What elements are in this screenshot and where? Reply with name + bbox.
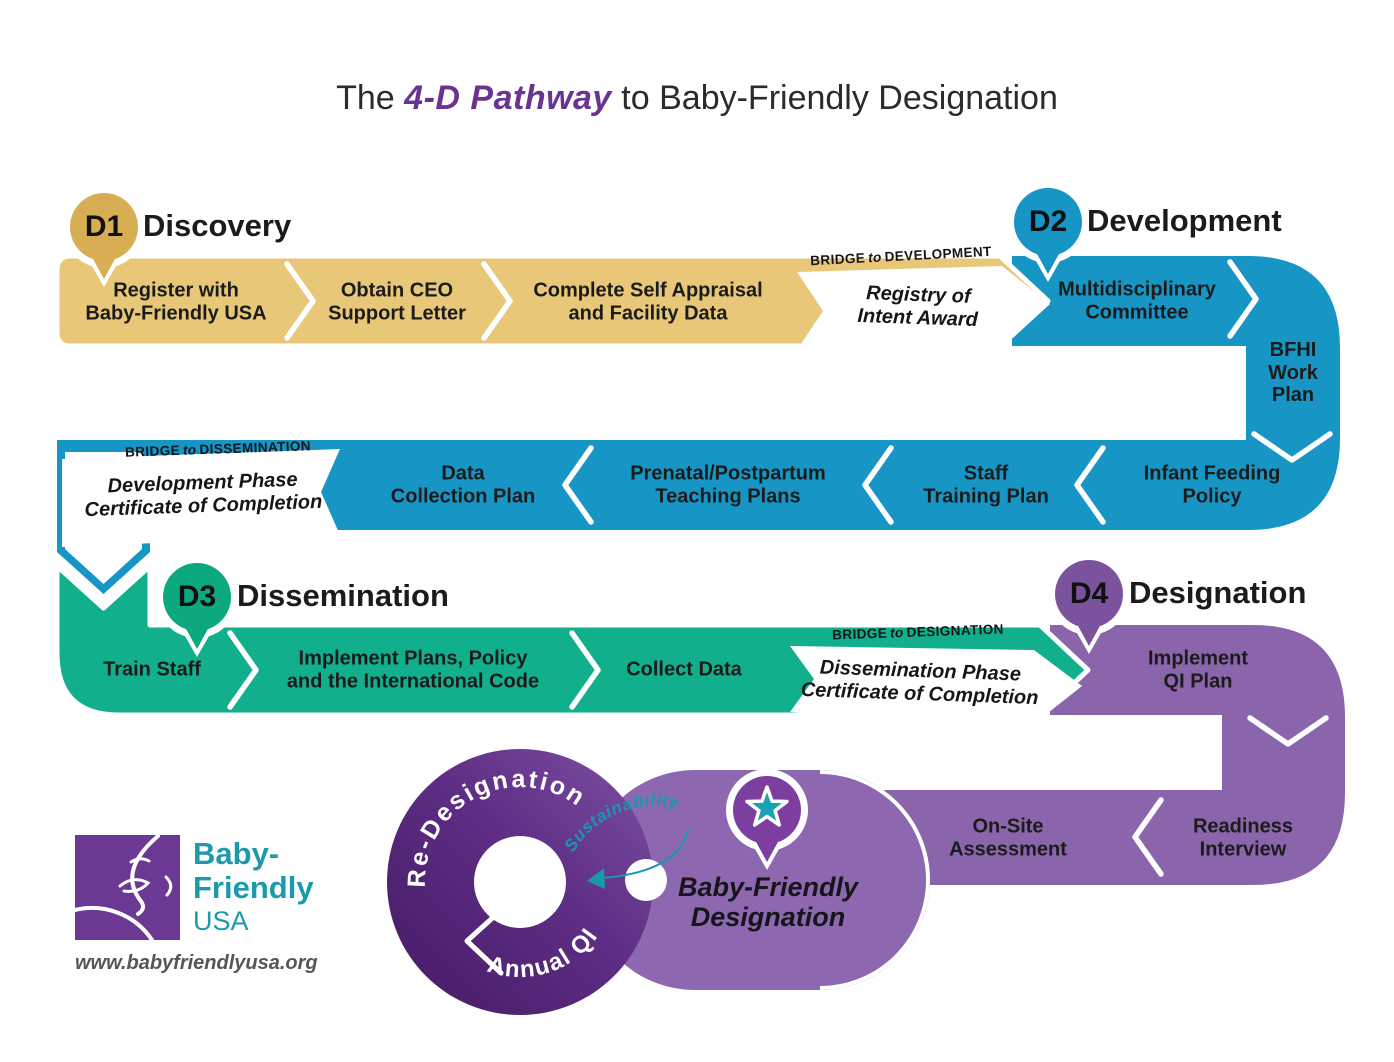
page-title: The 4-D Pathway to Baby-Friendly Designa… (0, 79, 1394, 118)
badge-d4 (1048, 553, 1130, 654)
bridge-word-to: to (182, 442, 197, 458)
chevron-left-icon (562, 445, 594, 525)
discovery-band (54, 253, 1051, 349)
flow-chevrons (227, 259, 1333, 877)
badge-d3-label: D3 (177, 580, 217, 613)
chevron-left-icon (1132, 797, 1164, 877)
badge-d4-label: D4 (1069, 577, 1109, 610)
step-implement-plans: Implement Plans, Policy and the Internat… (286, 647, 540, 692)
bridge-designation-ribbon (790, 646, 1082, 724)
step-train-staff: Train Staff (103, 658, 201, 681)
step-onsite-assessment: On-Site Assessment (949, 815, 1067, 860)
bridge-development-award: Registry of Intent Award (857, 282, 979, 332)
bridge-development-ribbon (797, 266, 1050, 350)
development-band (150, 256, 1340, 530)
badge-d3 (156, 556, 238, 657)
logo-text-usa: USA (193, 906, 249, 936)
step-collect-data: Collect Data (626, 658, 742, 681)
bridge-word: BRIDGE (831, 625, 888, 643)
star-badge (726, 769, 808, 870)
step-ceo-letter: Obtain CEO Support Letter (328, 279, 466, 324)
step-staff-training-plan: Staff Training Plan (923, 462, 1049, 507)
donut-hole (474, 836, 566, 928)
step-bfhi-work-plan: BFHI Work Plan (1268, 339, 1318, 407)
chevron-down-icon (1247, 715, 1329, 747)
phase-title-discovery: Discovery (143, 208, 292, 243)
step-self-appraisal: Complete Self Appraisal and Facility Dat… (533, 279, 763, 324)
chevron-right-icon (284, 261, 316, 341)
chevron-left-icon (862, 445, 894, 525)
chevron-right-icon (1227, 259, 1259, 339)
step-readiness-interview: Readiness Interview (1192, 815, 1294, 860)
step-implement-qi-plan: Implement QI Plan (1147, 647, 1249, 692)
designation-pill-rim (819, 770, 930, 990)
badge-d2 (1007, 181, 1089, 282)
logo-text-baby: Baby- (193, 836, 280, 871)
phase-title-dissemination: Dissemination (237, 578, 449, 613)
title-lead: The (336, 79, 405, 117)
step-teaching-plans: Prenatal/Postpartum Teaching Plans (630, 462, 826, 507)
sustainability-arrow (601, 829, 689, 879)
step-register: Register with Baby-Friendly USA (85, 279, 267, 324)
sustainability-arrowhead (587, 868, 605, 889)
step-data-collection-plan: Data Collection Plan (390, 462, 536, 507)
badge-d2-label: D2 (1028, 205, 1068, 238)
bridge-word-to: to (889, 625, 904, 641)
bridge-dissemination-award: Development Phase Certificate of Complet… (84, 468, 323, 522)
logo-url: www.babyfriendlyusa.org (75, 952, 318, 974)
chevron-right-icon (569, 630, 601, 710)
star-icon (745, 785, 789, 827)
chevron-right-icon (481, 261, 513, 341)
bridge-word-to: to (867, 249, 883, 266)
chevron-left-icon (1074, 445, 1106, 525)
step-multidisciplinary: Multidisciplinary Committee (1058, 278, 1216, 323)
bridge-word: BRIDGE (809, 250, 866, 269)
title-emphasis: 4-D Pathway (404, 79, 612, 117)
bridge-designation-award: Dissemination Phase Certificate of Compl… (800, 656, 1039, 710)
badge-d1-label: D1 (84, 210, 124, 243)
donut-flow-chevron (464, 900, 512, 976)
bridge-word: BRIDGE (124, 442, 181, 460)
step-infant-feeding-policy: Infant Feeding Policy (1143, 462, 1281, 507)
chevron-right-icon (227, 630, 259, 710)
badge-d1 (63, 186, 145, 287)
logo-text-friendly: Friendly (193, 870, 314, 905)
pill-dot (625, 859, 667, 901)
phase-title-development: Development (1087, 203, 1282, 238)
chevron-down-icon (1251, 431, 1333, 463)
phase-title-designation: Designation (1129, 575, 1307, 610)
designation-pill (585, 770, 930, 990)
bridge-dissemination-ribbon (62, 449, 340, 547)
baby-friendly-designation-label: Baby-Friendly Designation (677, 871, 859, 932)
title-rest: to Baby-Friendly Designation (611, 79, 1058, 117)
baby-friendly-logo-icon (73, 834, 180, 942)
